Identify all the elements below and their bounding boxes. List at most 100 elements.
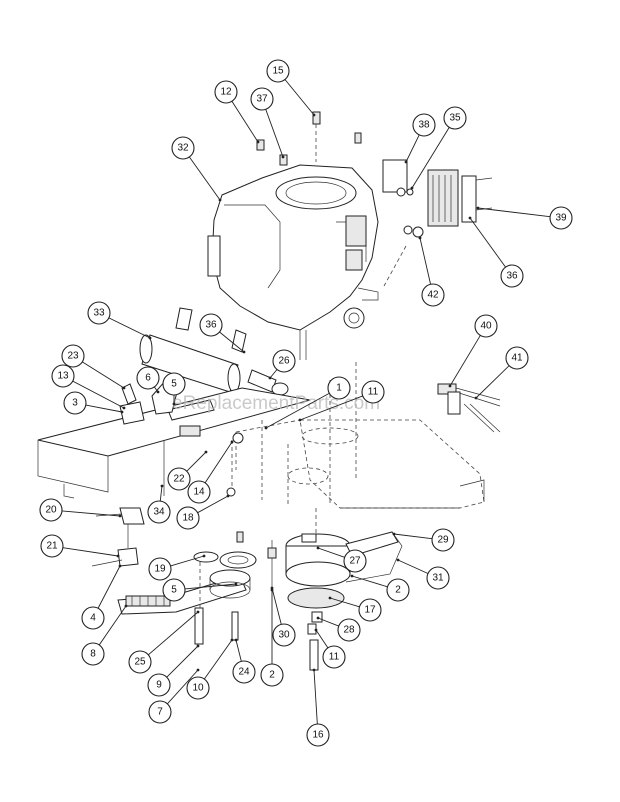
callout-number: 25 — [134, 657, 146, 668]
callout-leader-line — [189, 156, 221, 201]
callout-number: 20 — [45, 505, 57, 516]
callout-leader-line — [393, 533, 433, 540]
callout-circle — [358, 598, 382, 622]
callout-number: 23 — [67, 351, 79, 362]
leader-arrowhead — [281, 155, 285, 159]
callout-38: 38 — [412, 113, 436, 137]
leader-arrowhead — [392, 532, 396, 536]
callout-number: 3 — [72, 398, 78, 409]
callout-number: 36 — [205, 320, 217, 331]
callout-circle — [431, 528, 455, 552]
callout-number: 11 — [329, 652, 340, 663]
callout-5: 5 — [162, 372, 186, 396]
callout-12: 12 — [214, 80, 238, 104]
callout-circle — [272, 623, 296, 647]
callout-leader-line — [170, 555, 205, 567]
callout-circle — [167, 467, 191, 491]
callout-circle — [343, 549, 367, 573]
callout-6: 6 — [136, 366, 160, 390]
leader-lines — [61, 79, 551, 725]
callout-number: 1 — [336, 383, 342, 394]
callout-circle — [187, 480, 211, 504]
leader-arrowhead — [270, 588, 274, 592]
leader-arrowhead — [230, 638, 234, 642]
callout-leader-line — [284, 79, 315, 116]
callout-leader-line — [271, 587, 282, 625]
callout-circle — [136, 366, 160, 390]
callout-leader-line — [98, 605, 127, 646]
callout-number: 26 — [278, 356, 290, 367]
callout-40: 40 — [474, 314, 498, 338]
callout-leader-line — [184, 583, 237, 590]
callout-4: 4 — [81, 606, 105, 630]
leader-arrowhead — [314, 628, 318, 632]
callout-number: 14 — [193, 487, 205, 498]
callout-circle — [272, 349, 296, 373]
callout-circle — [148, 700, 172, 724]
callout-number: 28 — [343, 625, 355, 636]
callout-34: 34 — [147, 500, 171, 524]
callout-32: 32 — [171, 136, 195, 160]
callout-17: 17 — [358, 598, 382, 622]
callout-circle — [162, 578, 186, 602]
callout-leader-line — [317, 617, 339, 627]
callout-number: 32 — [177, 143, 189, 154]
callout-number: 18 — [182, 513, 194, 524]
callout-leader-line — [269, 369, 278, 379]
leader-arrowhead — [202, 554, 206, 558]
callout-number: 40 — [480, 321, 492, 332]
callout-number: 16 — [312, 730, 324, 741]
callout-leader-line — [329, 597, 360, 608]
callout-number: 33 — [93, 308, 105, 319]
callout-36: 36 — [500, 264, 524, 288]
leader-arrowhead — [160, 484, 164, 488]
leader-arrowhead — [122, 406, 126, 410]
callout-30: 30 — [272, 623, 296, 647]
callout-number: 41 — [511, 353, 523, 364]
callout-number: 39 — [555, 213, 567, 224]
callout-number: 15 — [272, 66, 284, 77]
callout-leader-line — [203, 639, 233, 680]
callout-leader-line — [265, 109, 284, 158]
callout-leader-line — [317, 547, 345, 558]
callout-number: 31 — [432, 573, 444, 584]
leader-arrowhead — [268, 376, 272, 380]
regulator-module — [382, 159, 493, 287]
callout-33: 33 — [87, 301, 111, 325]
callout-circle — [549, 206, 573, 230]
callout-41: 41 — [505, 346, 529, 370]
leader-arrowhead — [316, 616, 320, 620]
callout-number: 37 — [256, 94, 268, 105]
callout-leader-line — [265, 392, 330, 429]
callout-35: 35 — [443, 106, 467, 130]
callout-circle — [337, 618, 361, 642]
callout-circle — [186, 676, 210, 700]
callout-circle — [361, 380, 385, 404]
callout-16: 16 — [306, 723, 330, 747]
callout-circle — [412, 113, 436, 137]
callout-leader-line — [61, 510, 121, 517]
callout-27: 27 — [343, 549, 367, 573]
callout-number: 35 — [449, 113, 461, 124]
callout-37: 37 — [250, 87, 274, 111]
callout-number: 27 — [349, 556, 361, 567]
callout-leader-line — [108, 317, 151, 339]
callout-number: 24 — [238, 667, 250, 678]
callout-22: 22 — [167, 467, 191, 491]
callout-circle — [426, 566, 450, 590]
leader-arrowhead — [122, 386, 126, 390]
leader-arrowhead — [196, 610, 200, 614]
callout-11: 11 — [322, 645, 346, 669]
leader-arrowhead — [120, 410, 124, 414]
callout-39: 39 — [549, 206, 573, 230]
leader-arrowhead — [448, 384, 452, 388]
callout-number: 38 — [418, 120, 430, 131]
callout-number: 19 — [154, 564, 166, 575]
callout-13: 13 — [51, 364, 75, 388]
callout-circle — [40, 534, 64, 558]
callout-circle — [474, 314, 498, 338]
callout-leader-line — [299, 395, 363, 421]
callout-circle — [327, 376, 351, 400]
leader-arrowhead — [468, 216, 472, 220]
leader-arrowhead — [396, 558, 400, 562]
